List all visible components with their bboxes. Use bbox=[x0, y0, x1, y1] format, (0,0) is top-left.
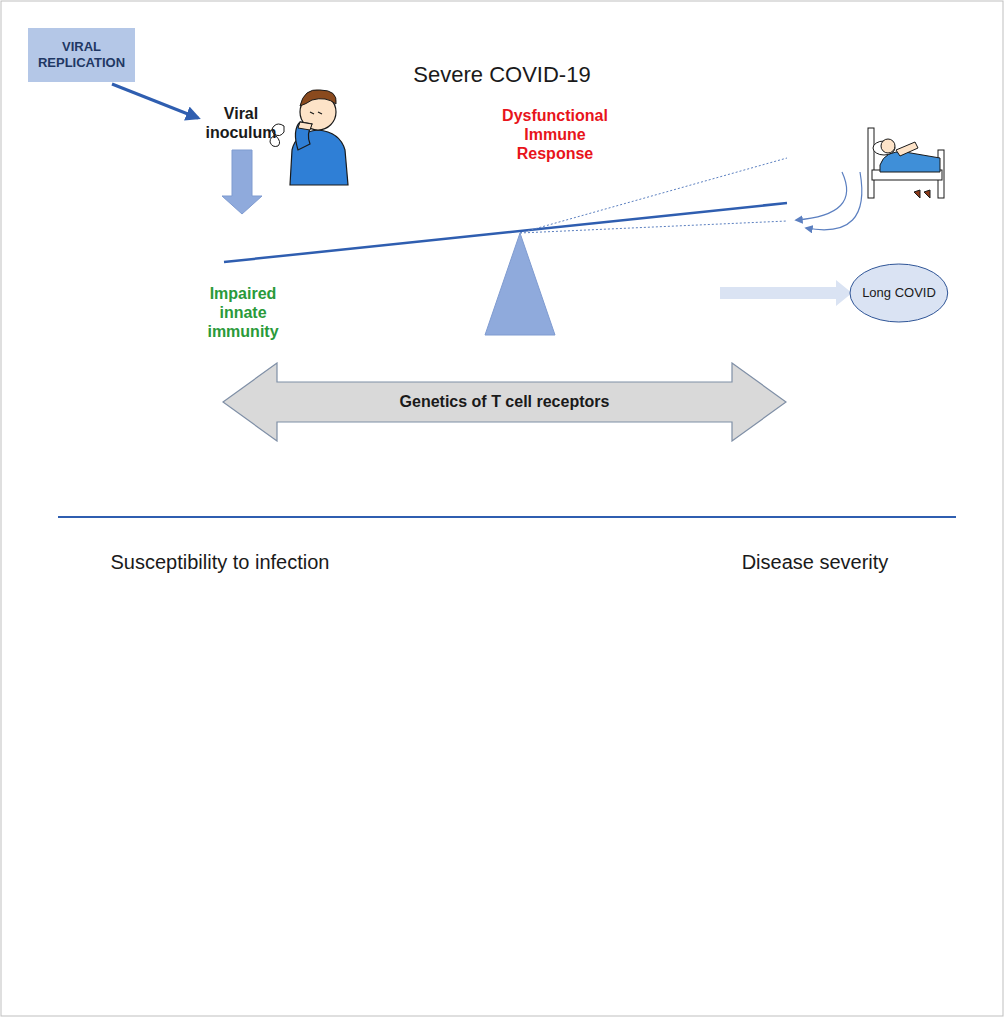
pointer-arrow bbox=[112, 84, 198, 118]
diagram-title: Severe COVID-19 bbox=[0, 62, 1004, 88]
process-box: VIRAL REPLICATION bbox=[28, 28, 135, 82]
text-label: Disease severity bbox=[700, 550, 930, 574]
coughing-person bbox=[270, 90, 348, 185]
node-text: Long COVID bbox=[862, 285, 936, 301]
curved-arrow bbox=[806, 172, 862, 230]
seesaw-beam bbox=[224, 203, 787, 262]
light-arrow bbox=[720, 280, 852, 306]
block-arrow bbox=[222, 150, 262, 214]
text-label: Impaired innate immunity bbox=[188, 284, 298, 342]
dotted-beam bbox=[520, 221, 787, 233]
node-text: VIRAL REPLICATION bbox=[33, 39, 130, 70]
outcome-ellipse: Long COVID bbox=[849, 263, 949, 323]
pivot-triangle bbox=[485, 233, 555, 335]
axis-line bbox=[58, 516, 956, 518]
bed-patient bbox=[868, 128, 944, 198]
text-label: Viral inoculum bbox=[196, 104, 286, 142]
curved-arrow bbox=[796, 172, 847, 220]
node-text: Genetics of T cell receptors bbox=[400, 392, 610, 411]
text-label: Susceptibility to infection bbox=[70, 550, 370, 574]
double-arrow-band: Genetics of T cell receptors bbox=[222, 362, 787, 442]
text-label: Dysfunctional Immune Response bbox=[490, 106, 620, 164]
dotted-beam bbox=[520, 158, 787, 233]
